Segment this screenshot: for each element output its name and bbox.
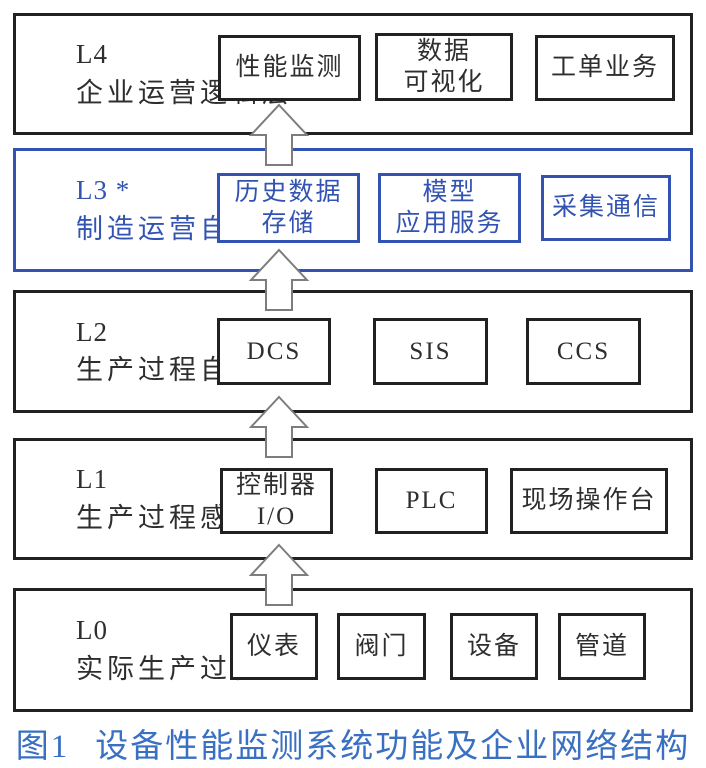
node-label: 设备	[466, 632, 521, 660]
node-field-console: 现场操作台	[510, 468, 668, 534]
node-work-order: 工单业务	[535, 35, 675, 101]
layer-code: L4	[76, 39, 108, 70]
node-label: 阀门	[354, 632, 409, 660]
node-label: 模型	[422, 178, 477, 206]
node-collection-communication: 采集通信	[541, 175, 671, 241]
node-controller-io: 控制器 I/O	[220, 468, 333, 534]
node-plc: PLC	[375, 468, 488, 534]
up-arrow-icon	[248, 543, 310, 606]
node-label: 数据	[416, 37, 471, 65]
figure-caption-number: 图1	[15, 729, 70, 765]
node-label: PLC	[405, 487, 458, 515]
node-label: CCS	[556, 337, 611, 365]
node-label: SIS	[409, 337, 452, 365]
node-label: I/O	[256, 503, 297, 530]
node-label: 工单业务	[550, 54, 659, 82]
up-arrow-icon	[248, 103, 310, 166]
node-label: 控制器	[235, 471, 317, 499]
node-sis: SIS	[373, 318, 488, 385]
up-arrow-icon	[248, 395, 310, 458]
node-valve: 阀门	[337, 613, 426, 680]
layer-code: L2	[76, 316, 108, 347]
node-model-app-service: 模型 应用服务	[378, 173, 521, 243]
node-label: DCS	[246, 337, 302, 365]
node-performance-monitoring: 性能监测	[218, 35, 361, 101]
node-label: 现场操作台	[521, 487, 657, 515]
layer-code: L1	[76, 464, 108, 495]
node-data-visualization: 数据 可视化	[375, 33, 513, 101]
layer-code: L0	[76, 615, 108, 646]
layer-name: 实际生产过程	[76, 653, 262, 684]
node-ccs: CCS	[526, 318, 641, 385]
node-label: 性能监测	[235, 54, 344, 82]
node-label: 仪表	[246, 632, 301, 660]
node-instrument: 仪表	[230, 613, 318, 680]
node-label: 应用服务	[395, 210, 504, 237]
figure-caption-text: 设备性能监测系统功能及企业网络结构	[95, 729, 691, 765]
node-label: 管道	[574, 632, 629, 660]
node-label: 可视化	[403, 69, 485, 96]
node-label: 采集通信	[551, 194, 660, 222]
node-label: 历史数据	[234, 178, 343, 206]
up-arrow-icon	[248, 248, 310, 311]
layer-l0-label: L0 实际生产过程	[76, 591, 262, 709]
layer-code: L3 *	[76, 175, 131, 206]
node-label: 存储	[261, 210, 316, 237]
node-dcs: DCS	[217, 318, 331, 385]
node-equipment: 设备	[450, 613, 538, 680]
node-history-data-storage: 历史数据 存储	[217, 173, 360, 243]
node-pipeline: 管道	[558, 613, 646, 680]
figure-caption: 图1 设备性能监测系统功能及企业网络结构	[0, 719, 706, 767]
